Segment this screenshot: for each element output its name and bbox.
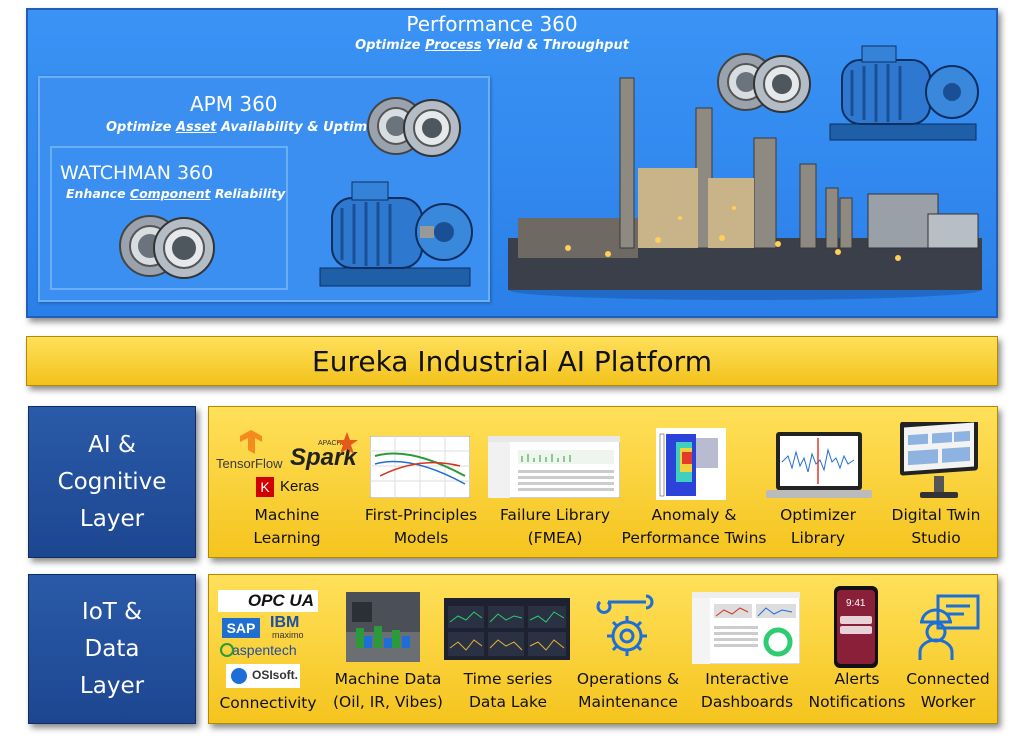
layer-label-line: Cognitive [57, 468, 167, 495]
bearing-icon [717, 53, 811, 113]
bearing-icon [367, 97, 461, 157]
ibm-logo: IBM [270, 614, 300, 631]
gear-wrench-icon [596, 594, 654, 656]
layer-label-line: Layer [79, 672, 145, 699]
iot-item-alerts-notifications: Alerts Notifications [804, 668, 910, 714]
item-label-line: (Oil, IR, Vibes) [333, 693, 443, 711]
failure-library-screenshot-thumbnail [488, 436, 620, 498]
platform-title: Eureka Industrial AI Platform [312, 344, 712, 378]
ai-item-machine-learning: Machine Learning [228, 504, 346, 550]
keras-logo-badge: K [256, 477, 274, 497]
layer-label-line: Layer [79, 505, 145, 532]
item-label-line: Dashboards [700, 693, 794, 711]
item-label-line: Time series [463, 670, 553, 688]
item-label-line: Worker [920, 693, 976, 711]
item-label-line: Anomaly & [651, 506, 737, 524]
layer-label-line: AI & [88, 431, 136, 458]
aspentech-leaf-icon [220, 643, 234, 657]
bearing-icon [119, 215, 215, 279]
opcua-logo: OPC UA [218, 590, 318, 612]
anomaly-heatmap-thumbnail [656, 428, 726, 500]
digital-twin-monitor-icon [900, 422, 978, 498]
spark-star-icon [336, 432, 358, 454]
watchman-360-subtitle: Enhance Component Reliability [66, 186, 286, 201]
pump-motor-icon [829, 45, 979, 141]
iot-data-layer-label: IoT & Data Layer [28, 574, 196, 724]
interactive-dashboard-thumbnail [692, 592, 800, 664]
iot-item-interactive-dashboards: Interactive Dashboards [694, 668, 800, 714]
item-label-line: Alerts [834, 670, 880, 688]
ai-item-digital-twin-studio: Digital Twin Studio [880, 504, 992, 550]
osisoft-logo-text: OSIsoft. [252, 668, 299, 682]
tensorflow-logo-text: TensorFlow [216, 456, 283, 471]
sap-logo: SAP [222, 618, 260, 638]
item-label-line: Digital Twin [891, 506, 981, 524]
ai-item-anomaly-performance-twins: Anomaly & Performance Twins [616, 504, 772, 550]
item-label-line: First-Principles [364, 506, 478, 524]
iot-item-machine-data: Machine Data (Oil, IR, Vibes) [328, 668, 448, 714]
optimizer-laptop-icon [766, 432, 872, 498]
ai-item-failure-library: Failure Library (FMEA) [490, 504, 620, 550]
item-label-line: Machine Data [334, 670, 442, 688]
first-principles-chart-thumbnail [370, 436, 470, 498]
item-label-line: (FMEA) [527, 529, 583, 547]
iot-item-connectivity: Connectivity [212, 692, 324, 715]
item-label-line: Models [393, 529, 449, 547]
item-label-line: Library [790, 529, 846, 547]
item-label-line: Failure Library [499, 506, 611, 524]
item-label-line: Operations & [576, 670, 680, 688]
item-label-line: Data Lake [468, 693, 548, 711]
maximo-logo: maximo [272, 630, 304, 640]
watchman-360-title: WATCHMAN 360 [60, 162, 214, 184]
connected-worker-icon [918, 594, 980, 660]
item-label-line: Studio [911, 529, 961, 547]
item-label-line: Connectivity [219, 694, 317, 712]
aspentech-logo: aspentech [232, 642, 297, 658]
layer-label-line: Data [84, 635, 140, 662]
ai-item-optimizer-library: Optimizer Library [766, 504, 870, 550]
performance-360-title: Performance 360 [406, 12, 578, 36]
machine-data-photo-thumbnail [346, 592, 420, 662]
time-series-dashboard-thumbnail [444, 598, 570, 660]
item-label-line: Notifications [808, 693, 906, 711]
pump-motor-icon [319, 181, 473, 287]
iot-item-time-series-data-lake: Time series Data Lake [454, 668, 562, 714]
layer-label-line: IoT & [81, 598, 143, 625]
apm-360-title: APM 360 [190, 92, 278, 116]
keras-logo-text: Keras [280, 478, 320, 495]
phone-time: 9:41 [846, 598, 866, 609]
item-label-line: Learning [253, 529, 321, 547]
tensorflow-logo-icon [240, 430, 262, 454]
refinery-plant-image [508, 77, 982, 300]
osisoft-circle-icon [231, 668, 247, 684]
spark-logo-small: APACHE [318, 440, 347, 447]
iot-item-connected-worker: Connected Worker [902, 668, 994, 714]
ai-item-first-principles-models: First-Principles Models [356, 504, 486, 550]
alerts-phone-icon [834, 586, 878, 668]
iot-item-operations-maintenance: Operations & Maintenance [570, 668, 686, 714]
item-label-line: Machine [254, 506, 320, 524]
item-label-line: Connected [906, 670, 990, 688]
item-label-line: Optimizer [780, 506, 856, 524]
item-label-line: Performance Twins [621, 529, 767, 547]
performance-360-subtitle: Optimize Process Yield & Throughput [355, 38, 629, 53]
eureka-platform-bar: Eureka Industrial AI Platform [26, 336, 998, 386]
apm-360-subtitle: Optimize Asset Availability & Uptime [106, 120, 376, 135]
item-label-line: Maintenance [578, 693, 678, 711]
ai-cognitive-layer-label: AI & Cognitive Layer [28, 406, 196, 558]
item-label-line: Interactive [705, 670, 789, 688]
